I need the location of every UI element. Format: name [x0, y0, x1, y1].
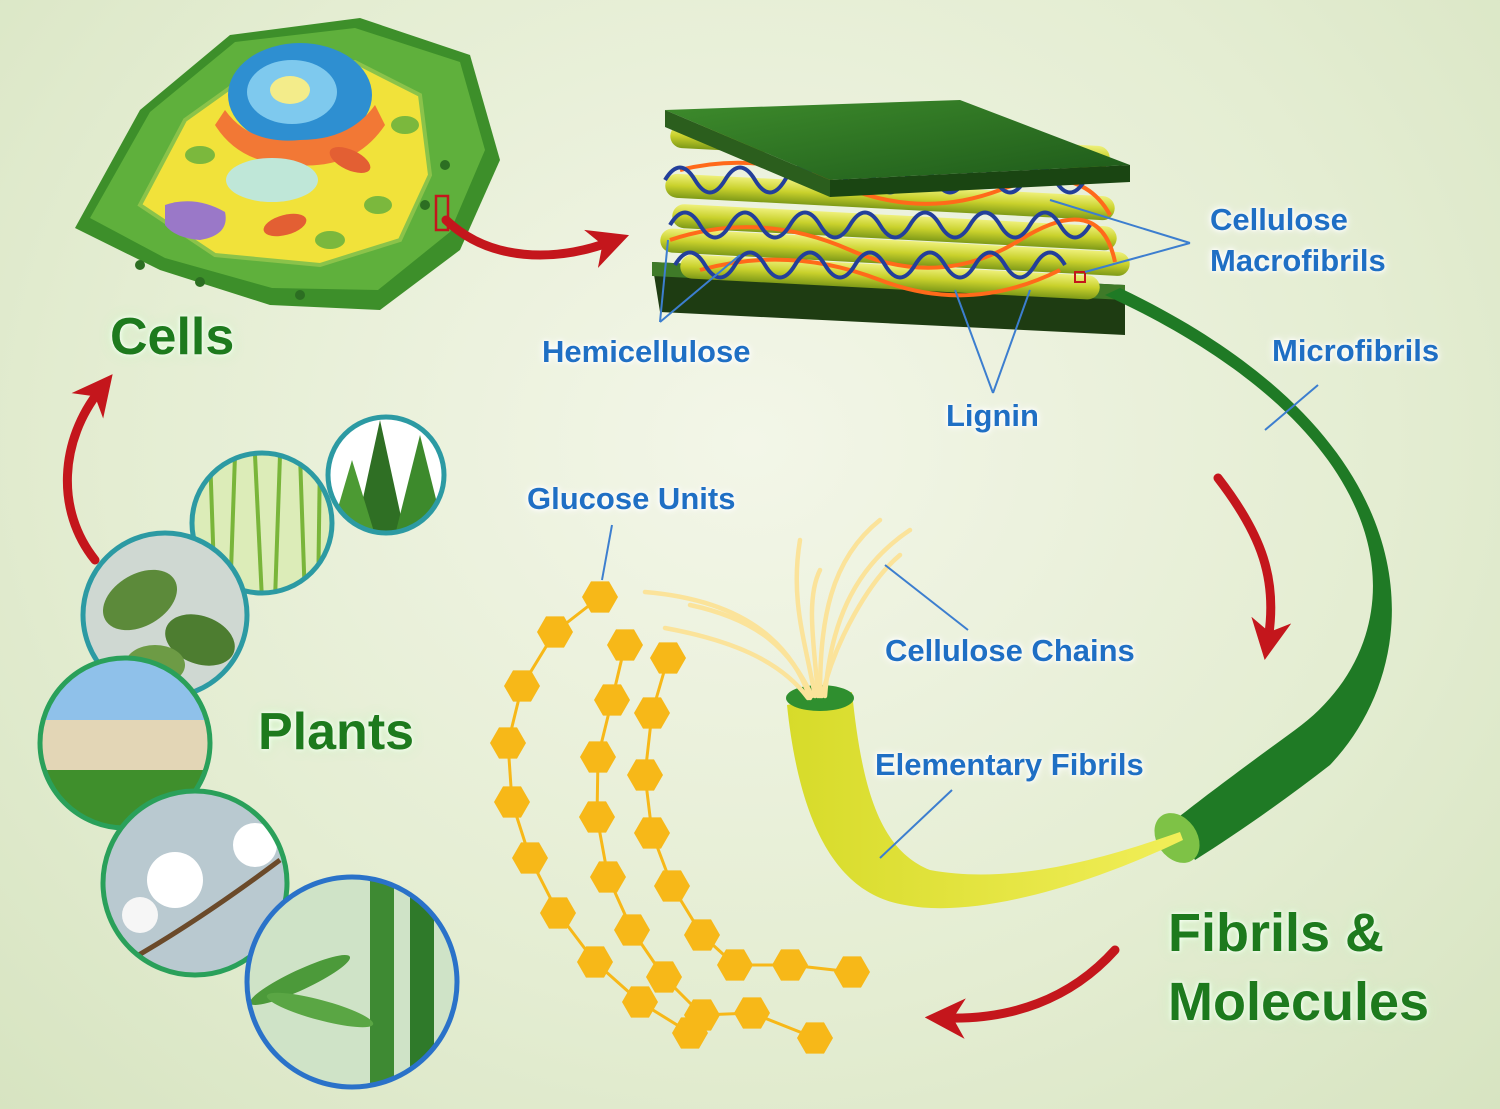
glucose-unit-hexagon [540, 897, 576, 929]
glucose-unit-hexagon [634, 817, 670, 849]
leader-lines [601, 199, 1319, 859]
miscanthus-photo [37, 655, 213, 831]
glucose-unit-hexagon [580, 741, 616, 773]
label-cellulose-macrofibrils-line1: Cellulose [1210, 202, 1348, 237]
glucose-unit-hexagon [717, 949, 753, 981]
glucose-unit-hexagon [512, 842, 548, 874]
glucose-unit-hexagon [590, 861, 626, 893]
conifer-photo [325, 414, 447, 536]
stage-label-plants: Plants [258, 703, 415, 761]
glucose-unit-hexagon [650, 642, 686, 674]
label-microfibrils: Microfibrils [1272, 333, 1440, 368]
stage-label-fibrils-line1: Fibrils & [1168, 903, 1385, 963]
label-glucose-units: Glucose Units [527, 481, 736, 516]
glucose-unit-hexagon [504, 670, 540, 702]
bamboo-photo [244, 874, 460, 1090]
glucose-unit-hexagon [577, 946, 613, 978]
stage-label-fibrils-line2: Molecules [1168, 972, 1430, 1032]
glucose-unit-hexagon [607, 629, 643, 661]
cellulose-chain-strands [642, 517, 913, 701]
cell-wall-fiber-bundle [652, 100, 1130, 335]
label-cellulose-macrofibrils-line2: Macrofibrils [1210, 243, 1386, 278]
glucose-unit-hexagon [582, 581, 618, 613]
glucose-unit-hexagon [579, 801, 615, 833]
glucose-unit-hexagon [622, 986, 658, 1018]
glucose-units [490, 581, 870, 1054]
glucose-unit-hexagon [594, 684, 630, 716]
process-arrows [62, 215, 1292, 1039]
glucose-unit-hexagon [490, 727, 526, 759]
microfibril-tube [1105, 288, 1392, 863]
glucose-unit-hexagon [494, 786, 530, 818]
label-elementary-fibrils: Elementary Fibrils [875, 747, 1144, 782]
glucose-unit-hexagon [537, 616, 573, 648]
glucose-unit-hexagon [684, 999, 720, 1031]
glucose-unit-hexagon [834, 956, 870, 988]
glucose-unit-hexagon [646, 961, 682, 993]
glucose-unit-hexagon [797, 1022, 833, 1054]
glucose-unit-hexagon [627, 759, 663, 791]
glucose-chain-link [595, 644, 816, 1040]
label-hemicellulose: Hemicellulose [542, 334, 751, 369]
stage-label-cells: Cells [110, 308, 235, 366]
label-cellulose-chains: Cellulose Chains [885, 633, 1135, 668]
glucose-unit-hexagon [772, 949, 808, 981]
cotton-photo [100, 788, 290, 978]
label-lignin: Lignin [946, 398, 1039, 433]
plant-photos [37, 414, 460, 1090]
glucose-unit-hexagon [634, 697, 670, 729]
glucose-unit-hexagon [734, 997, 770, 1029]
glucose-unit-hexagon [684, 919, 720, 951]
glucose-unit-hexagon [654, 870, 690, 902]
glucose-chain-link [506, 595, 691, 1035]
elementary-fibril [642, 517, 1183, 909]
plant-cell-illustration [75, 18, 500, 310]
glucose-unit-hexagon [614, 914, 650, 946]
